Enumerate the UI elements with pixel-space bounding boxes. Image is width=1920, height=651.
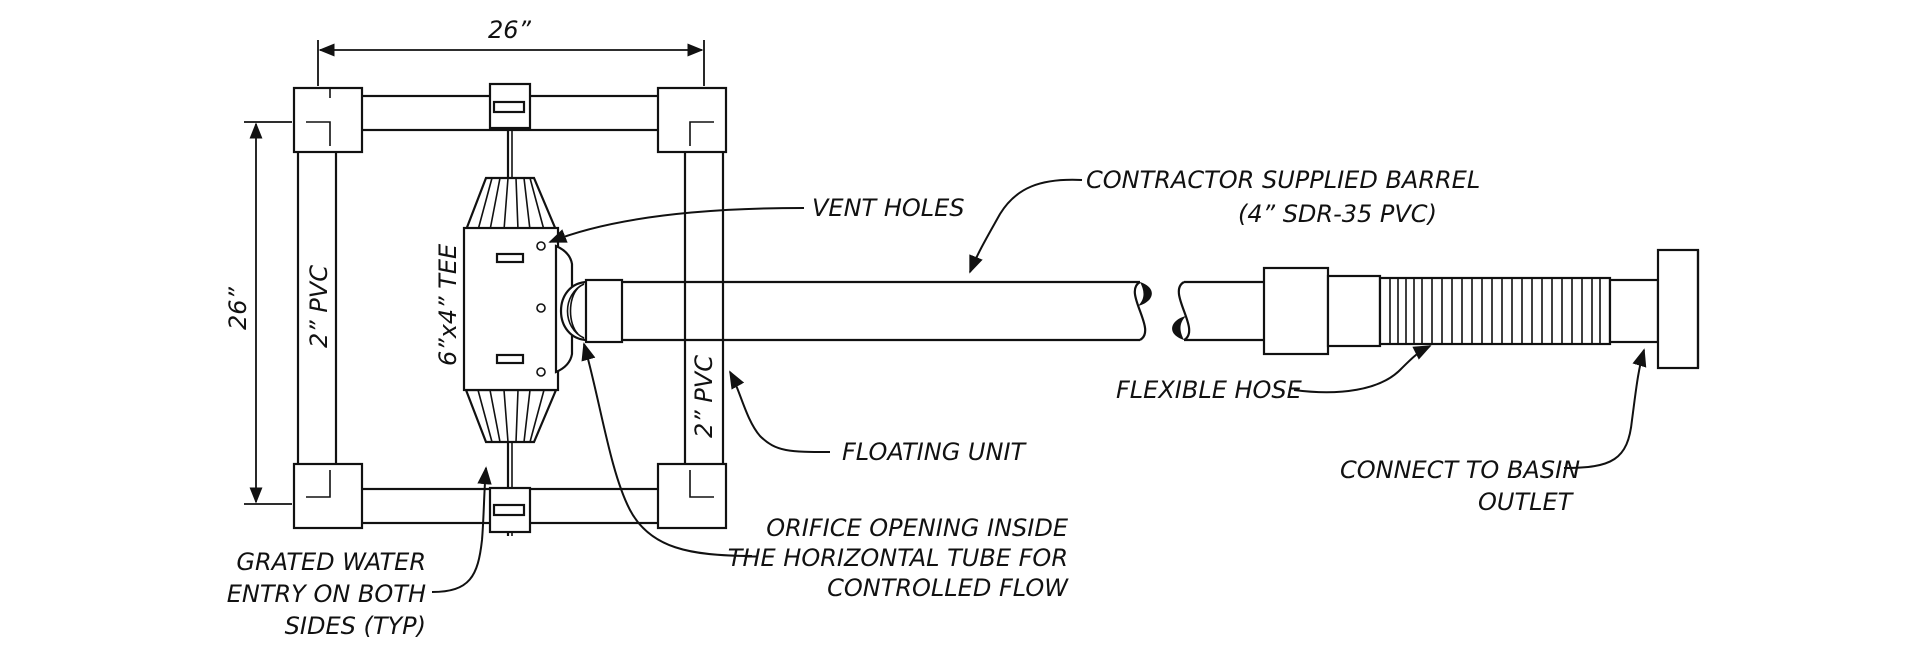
vent-hole-1: [536, 241, 546, 251]
grated-entry-bottom: [464, 388, 558, 444]
orifice-leader: [581, 342, 753, 557]
tee-assembly: [462, 82, 590, 536]
grated-entry-label-line3: SIDES (TYP): [285, 612, 426, 640]
dimension-height: [244, 121, 292, 505]
pvc-right-label: 2” PVC: [690, 355, 718, 438]
vent-hole-3: [536, 367, 546, 377]
orifice-label-line3: CONTROLLED FLOW: [827, 574, 1069, 602]
connect-outlet-label-line1: CONNECT TO BASIN: [1340, 456, 1580, 484]
dimension-height-label: 26”: [224, 286, 252, 330]
orifice-label-line1: ORIFICE OPENING INSIDE: [766, 514, 1069, 542]
orifice-label-line2: THE HORIZONTAL TUBE FOR: [728, 544, 1068, 572]
flexible-hose: [1262, 266, 1660, 356]
vent-holes-label: VENT HOLES: [812, 194, 965, 222]
grated-entry-top: [464, 176, 558, 232]
pvc-left-label: 2” PVC: [305, 265, 333, 348]
pvc-elbow-bottom-left: [292, 462, 364, 530]
barrel-label-line2: (4” SDR-35 PVC): [1238, 200, 1437, 228]
pvc-elbow-top-left: [292, 86, 364, 154]
floating-unit-label: FLOATING UNIT: [842, 438, 1028, 466]
grated-entry-leader: [431, 466, 492, 593]
vent-hole-2: [536, 303, 546, 313]
barrel-pipe: [584, 278, 1270, 344]
basin-outlet-flange: [1656, 248, 1700, 370]
dimension-width: [317, 40, 705, 86]
barrel-leader: [969, 178, 1083, 274]
tee-label: 6”x4” TEE: [434, 243, 462, 366]
connect-outlet-label-line2: OUTLET: [1478, 488, 1575, 516]
tee-body: [462, 226, 560, 392]
pvc-elbow-top-right: [656, 86, 728, 154]
dimension-width-label: 26”: [488, 16, 532, 44]
barrel-label-line1: CONTRACTOR SUPPLIED BARREL: [1086, 166, 1480, 194]
pvc-elbow-bottom-right: [656, 462, 728, 530]
grated-entry-label-line2: ENTRY ON BOTH: [227, 580, 426, 608]
flexible-hose-label: FLEXIBLE HOSE: [1116, 376, 1303, 404]
pvc-frame: [292, 86, 728, 530]
grated-entry-label-line1: GRATED WATER: [236, 548, 426, 576]
vent-holes-leader: [548, 207, 805, 243]
flexible-hose-leader: [1293, 345, 1432, 394]
floating-unit-leader: [729, 370, 831, 453]
connect-outlet-leader: [1563, 348, 1647, 469]
orifice-opening: [559, 280, 590, 342]
